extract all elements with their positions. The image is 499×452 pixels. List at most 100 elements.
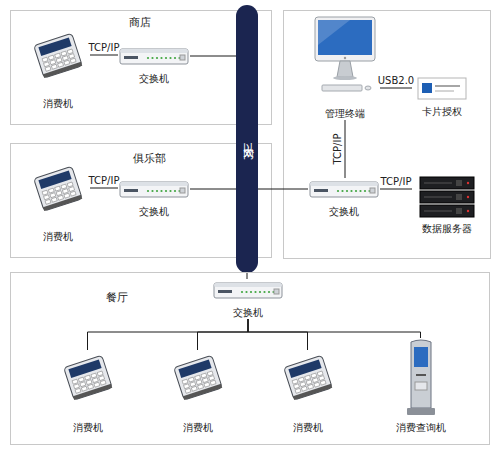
terminal-key: [88, 384, 94, 389]
switch-light: [346, 190, 348, 192]
network-switch-icon: [118, 45, 190, 67]
switch-light: [341, 190, 343, 192]
switch-top: [120, 49, 188, 53]
switch-badge: [314, 189, 328, 192]
terminal-key: [99, 376, 105, 381]
terminal-key: [308, 384, 314, 389]
switch-body: [120, 182, 188, 197]
switch-port: [180, 188, 185, 193]
terminal-key: [50, 60, 56, 65]
network-link: [380, 88, 412, 89]
switch-badge: [218, 290, 232, 293]
pos-terminal-icon: [30, 166, 85, 211]
terminal-key: [45, 199, 51, 204]
server-unit: [420, 177, 474, 189]
network-switch: 交换机: [118, 178, 190, 218]
switch-light: [174, 190, 176, 192]
terminal-key: [55, 53, 61, 58]
terminal-key: [50, 193, 56, 198]
terminal-key: [67, 182, 73, 187]
switch-light: [250, 291, 252, 293]
pos-terminal: 消费机: [165, 350, 230, 434]
terminal-key: [74, 384, 80, 389]
network-link: [90, 188, 118, 189]
terminal-key: [314, 382, 320, 387]
terminal-body: [34, 166, 83, 211]
terminal-key: [56, 191, 62, 196]
terminal-key: [305, 375, 311, 380]
terminal-key: [202, 378, 208, 383]
area-panel: 俱乐部消费机交换机: [10, 143, 272, 258]
pos-terminal-icon: [174, 355, 223, 400]
switch-body: [310, 182, 378, 197]
terminal-key: [48, 188, 54, 193]
kiosk-body: [411, 340, 431, 408]
terminal-key: [319, 376, 325, 381]
device-caption: 消费机: [55, 422, 120, 434]
terminal-key: [81, 386, 87, 391]
device-caption: 交换机: [118, 206, 190, 218]
terminal-key: [70, 191, 76, 196]
terminal-key: [80, 382, 86, 387]
switch-top: [310, 182, 378, 186]
network-link: [90, 55, 118, 56]
device-caption: 消费机: [25, 98, 90, 110]
network-link: [258, 189, 308, 190]
terminal-key: [58, 195, 64, 200]
data-server-icon: [412, 175, 482, 220]
switch-light: [364, 190, 366, 192]
switch-light: [147, 190, 149, 192]
terminal-key: [201, 373, 207, 378]
pos-terminal-icon: [284, 355, 333, 400]
device-caption: 卡片授权: [412, 106, 472, 118]
server-bay: [456, 180, 462, 186]
link-label: TCP/IP: [332, 134, 343, 165]
switch-light: [259, 291, 261, 293]
kiosk-slot: [416, 374, 426, 376]
terminal-key: [86, 380, 92, 385]
terminal-key: [311, 373, 317, 378]
terminal-key: [204, 382, 210, 387]
terminal-key: [94, 382, 100, 387]
server-vent: [424, 211, 452, 212]
terminal-key: [210, 380, 216, 385]
card-stripe: [435, 85, 460, 87]
switch-light: [263, 291, 265, 293]
switch-light: [359, 190, 361, 192]
switch-top: [214, 283, 282, 287]
terminal-key: [85, 375, 91, 380]
terminal-key: [207, 371, 213, 376]
kiosk-screen: [414, 347, 428, 367]
link-label: TCP/IP: [89, 42, 120, 53]
terminal-key: [298, 377, 304, 382]
pos-terminal-icon: [280, 355, 335, 400]
switch-light: [350, 190, 352, 192]
ethernet-bus: 以太网: [236, 5, 258, 273]
switch-port: [180, 55, 185, 60]
network-link: [345, 120, 346, 178]
switch-port: [370, 188, 375, 193]
device-caption: 消费查询机: [383, 422, 458, 434]
screen-glare: [318, 20, 350, 45]
pos-terminal: 消费机: [25, 30, 90, 110]
pos-terminal: 消费机: [275, 350, 340, 434]
terminal-key: [100, 380, 106, 385]
server-unit: [420, 191, 474, 203]
query-kiosk: 消费查询机: [383, 338, 458, 434]
terminal-screen: [178, 359, 211, 377]
terminal-key: [209, 376, 215, 381]
mouse: [365, 86, 371, 90]
terminal-key: [312, 378, 318, 383]
terminal-key: [62, 56, 68, 61]
terminal-key: [185, 388, 191, 393]
terminal-body: [284, 355, 333, 400]
terminal-key: [67, 49, 73, 54]
switch-light: [254, 291, 256, 293]
terminal-key: [51, 197, 57, 202]
monitor-logo: [344, 57, 346, 59]
terminal-key: [55, 186, 61, 191]
server-unit: [420, 205, 474, 217]
panel-title: 俱乐部: [133, 152, 166, 165]
terminal-base: [183, 384, 222, 400]
